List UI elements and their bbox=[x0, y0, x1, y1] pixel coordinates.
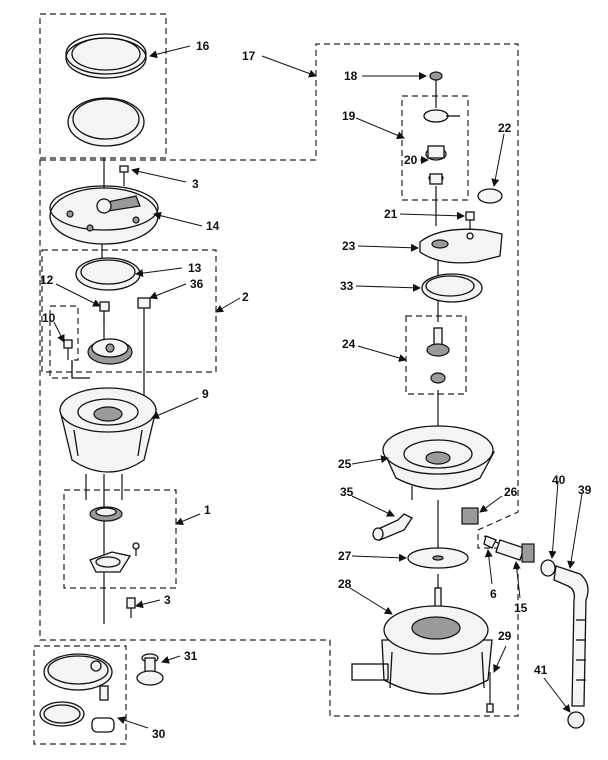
part-23-bracket bbox=[419, 228, 503, 264]
callout-20: 20 bbox=[404, 153, 418, 167]
part-24-agitator-drive bbox=[426, 327, 450, 384]
callout-labels: 16 17 3 14 13 12 36 2 10 9 1 3 31 30 18 … bbox=[40, 39, 592, 741]
part-13-gasket bbox=[75, 257, 141, 291]
part-31-shaft bbox=[136, 653, 164, 686]
group-box-30 bbox=[33, 645, 127, 745]
part-35-hose bbox=[372, 513, 413, 541]
part-20-coupling bbox=[425, 145, 447, 185]
callout-18: 18 bbox=[344, 69, 358, 83]
callout-9: 9 bbox=[202, 387, 209, 401]
callout-24: 24 bbox=[342, 337, 356, 351]
group-box-19 bbox=[401, 95, 469, 201]
callout-12: 12 bbox=[40, 273, 54, 287]
callout-6: 6 bbox=[490, 587, 497, 601]
callout-26: 26 bbox=[504, 485, 518, 499]
group-box-1 bbox=[63, 489, 177, 589]
callout-1: 1 bbox=[204, 503, 211, 517]
part-27-washer bbox=[407, 547, 469, 569]
part-36-bushing bbox=[137, 297, 151, 309]
callout-41: 41 bbox=[534, 663, 548, 677]
callout-17: 17 bbox=[242, 49, 256, 63]
part-10-screw bbox=[63, 339, 73, 360]
part-3-screw-top bbox=[119, 165, 129, 186]
part-30-seal-kit bbox=[39, 653, 115, 733]
callout-33: 33 bbox=[340, 279, 354, 293]
part-19-hub bbox=[423, 109, 460, 123]
callout-10: 10 bbox=[42, 311, 56, 325]
callout-27: 27 bbox=[338, 549, 352, 563]
part-25-motor-mount bbox=[382, 425, 496, 490]
part-18-nut bbox=[429, 71, 443, 81]
callout-2: 2 bbox=[242, 290, 249, 304]
part-26-clip bbox=[461, 507, 479, 525]
callout-3-top: 3 bbox=[192, 177, 199, 191]
part-9-pump-housing bbox=[59, 387, 157, 473]
callout-3-bottom: 3 bbox=[164, 593, 171, 607]
callout-31: 31 bbox=[184, 649, 198, 663]
part-29-bolt bbox=[486, 672, 494, 713]
part-22-o-ring bbox=[477, 188, 503, 204]
callout-14: 14 bbox=[206, 219, 220, 233]
part-1-seal-kit bbox=[89, 506, 140, 573]
part-16-seal-rings bbox=[65, 33, 147, 147]
callout-16: 16 bbox=[196, 39, 210, 53]
callout-25: 25 bbox=[338, 457, 352, 471]
group-box-16 bbox=[39, 13, 167, 159]
group-boundary-17 bbox=[39, 43, 519, 717]
leader-lines bbox=[53, 45, 583, 729]
callout-40: 40 bbox=[552, 473, 566, 487]
part-12-screw bbox=[99, 301, 110, 322]
callout-15: 15 bbox=[514, 601, 528, 615]
part-3-screw-bottom bbox=[126, 597, 136, 618]
part-28-motor bbox=[351, 587, 493, 695]
callout-19: 19 bbox=[342, 109, 356, 123]
part-33-gasket bbox=[421, 273, 483, 303]
callout-30: 30 bbox=[152, 727, 166, 741]
callout-28: 28 bbox=[338, 577, 352, 591]
part-2-impeller bbox=[87, 338, 133, 365]
part-39-drain-hose bbox=[553, 565, 589, 707]
part-21-screw bbox=[465, 211, 475, 221]
part-14-pump-cover bbox=[49, 185, 159, 245]
group-box-24 bbox=[405, 315, 467, 395]
callout-39: 39 bbox=[578, 483, 592, 497]
callout-21: 21 bbox=[384, 207, 398, 221]
assembly-axes bbox=[71, 80, 501, 624]
part-15-valve bbox=[495, 539, 535, 563]
callout-36: 36 bbox=[190, 277, 204, 291]
part-41-hose-clamp bbox=[567, 711, 585, 729]
callout-13: 13 bbox=[188, 261, 202, 275]
part-40-clamp bbox=[540, 559, 556, 577]
part-6-fitting bbox=[483, 535, 497, 549]
callout-23: 23 bbox=[342, 239, 356, 253]
callout-35: 35 bbox=[340, 485, 354, 499]
callout-22: 22 bbox=[498, 121, 512, 135]
callout-29: 29 bbox=[498, 629, 512, 643]
